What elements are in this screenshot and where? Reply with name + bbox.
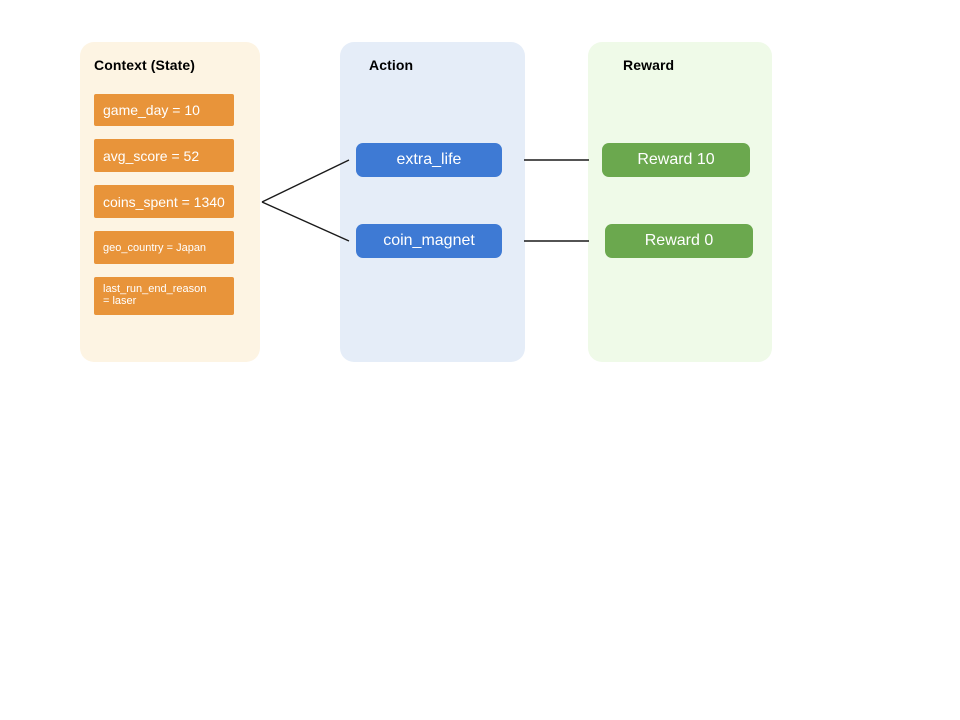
state-chip-last-run-end-reason: last_run_end_reason = laser (94, 277, 234, 315)
state-chip-avg-score: avg_score = 52 (94, 139, 234, 172)
fork-branch-upper (261, 159, 350, 203)
reward-chip-reward-10: Reward 10 (602, 143, 750, 177)
action-chip-coin-magnet[interactable]: coin_magnet (356, 224, 502, 258)
panel-title-reward: Reward (623, 57, 675, 73)
panel-title-context: Context (State) (94, 57, 196, 73)
state-chip-coins-spent: coins_spent = 1340 (94, 185, 234, 218)
panel-reward (588, 42, 772, 362)
fork-branch-lower (261, 201, 350, 242)
panel-action (340, 42, 525, 362)
reward-chip-reward-0: Reward 0 (605, 224, 753, 258)
state-chip-geo-country: geo_country = Japan (94, 231, 234, 264)
action-chip-extra-life[interactable]: extra_life (356, 143, 502, 177)
panel-title-action: Action (369, 57, 414, 73)
state-chip-game-day: game_day = 10 (94, 94, 234, 126)
